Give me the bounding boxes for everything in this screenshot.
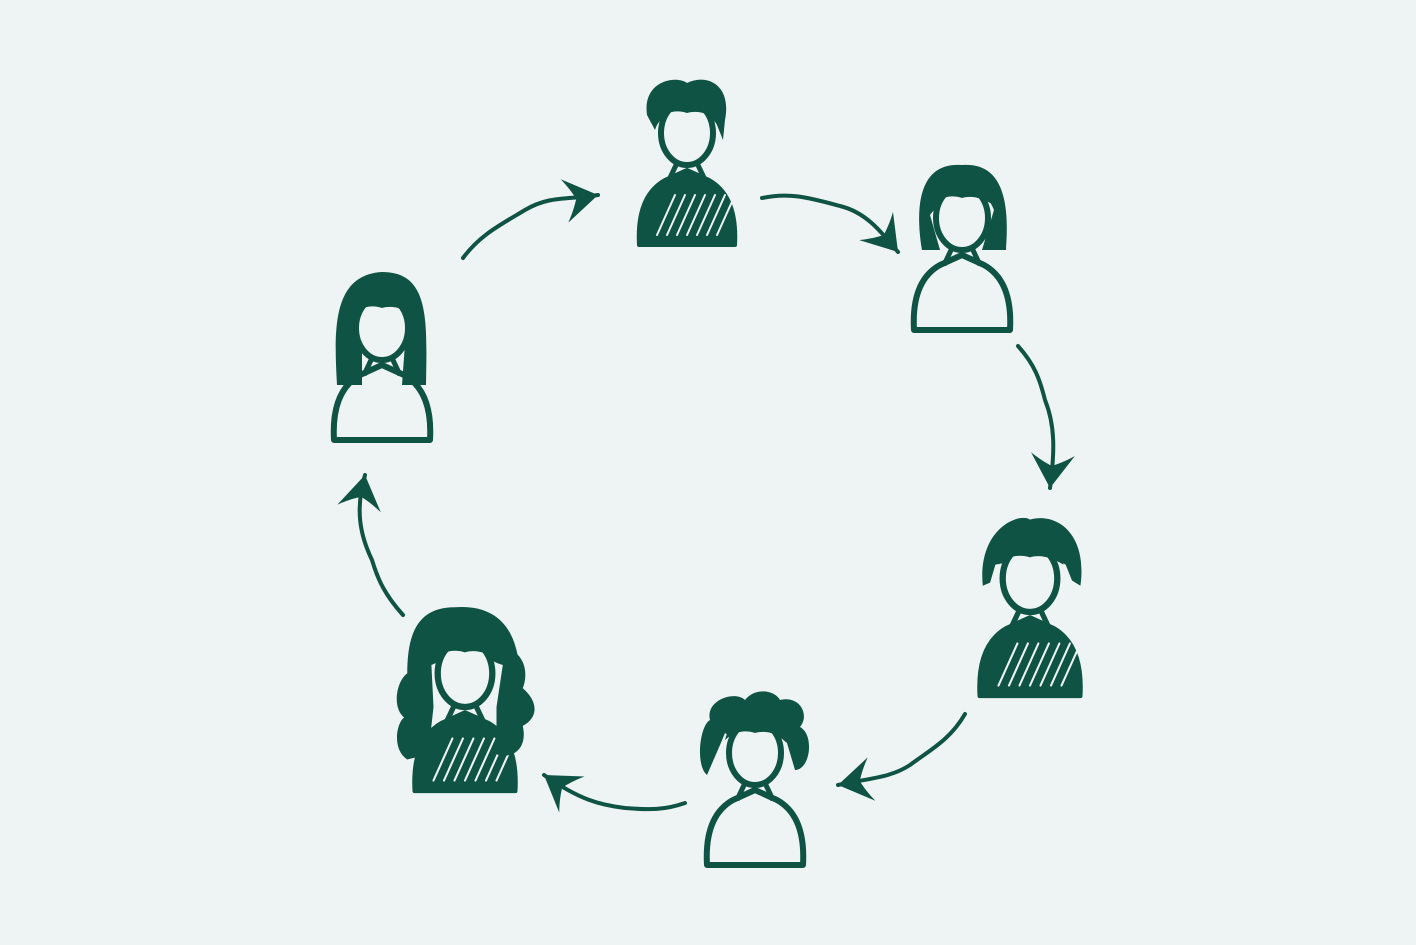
hair-fringe <box>725 709 787 740</box>
arrows-group <box>337 179 1075 813</box>
arrow-shaft <box>760 193 900 254</box>
torso-hatch-line <box>463 737 485 782</box>
person-left <box>330 272 434 443</box>
person-bottom-left <box>396 606 535 794</box>
neck <box>1008 608 1052 629</box>
arrowhead-icon <box>859 211 898 252</box>
neck <box>734 781 776 802</box>
person-top <box>636 79 738 247</box>
torso-hatch-line <box>997 642 1019 687</box>
arrow-6 <box>337 473 405 617</box>
neck <box>941 246 983 267</box>
torso-hatch-line <box>1007 642 1029 687</box>
neck <box>361 356 403 377</box>
torso-hatch-line <box>686 194 706 236</box>
arrow-4 <box>836 712 967 801</box>
arrowhead-icon <box>560 179 598 223</box>
people-group <box>330 79 1083 868</box>
arrowhead-icon <box>1031 452 1075 488</box>
torso-hatch-line <box>442 737 464 782</box>
torso-hatch-line <box>706 194 726 236</box>
arrow-shaft <box>461 193 600 260</box>
hair-fringe <box>998 532 1064 565</box>
hair-shape <box>396 606 535 760</box>
torso-hatch-line <box>432 737 454 782</box>
torso-hatch-line <box>474 737 496 782</box>
torso-outline <box>330 362 434 443</box>
arrow-shaft <box>357 473 405 617</box>
torso-hatch-line <box>666 194 686 236</box>
person-top-right <box>910 164 1014 333</box>
arrow-3 <box>1016 344 1075 490</box>
torso-hatch-line <box>1060 642 1082 687</box>
torso-hatch-line <box>696 194 716 236</box>
arrowhead-icon <box>838 757 876 801</box>
arrow-shaft <box>836 712 967 787</box>
torso-outline <box>910 252 1014 333</box>
neck <box>666 161 708 182</box>
hair-fringe <box>352 284 414 315</box>
torso-hatch-line <box>676 194 696 236</box>
torso-hatch-line <box>1039 642 1061 687</box>
torso-hatch-line <box>1028 642 1050 687</box>
arrow-1 <box>461 179 600 260</box>
hair-fringe <box>433 627 499 660</box>
person-bottom <box>699 691 810 868</box>
arrow-shaft <box>1016 344 1056 490</box>
arrow-shaft <box>542 773 687 812</box>
person-right <box>977 517 1083 699</box>
torso-hatch-line <box>453 737 475 782</box>
arrowhead-icon <box>544 775 585 813</box>
arrow-5 <box>542 773 687 813</box>
torso-hatch-line <box>1018 642 1040 687</box>
hair-fringe <box>932 174 994 205</box>
torso-outline <box>703 787 807 868</box>
neck <box>443 703 487 724</box>
torso-hatch-line <box>716 194 736 236</box>
torso-hatch-line <box>656 194 676 236</box>
torso-hatch-line <box>1049 642 1071 687</box>
arrowhead-icon <box>337 475 381 513</box>
arrow-2 <box>760 193 900 254</box>
hair-fringe <box>657 89 719 120</box>
